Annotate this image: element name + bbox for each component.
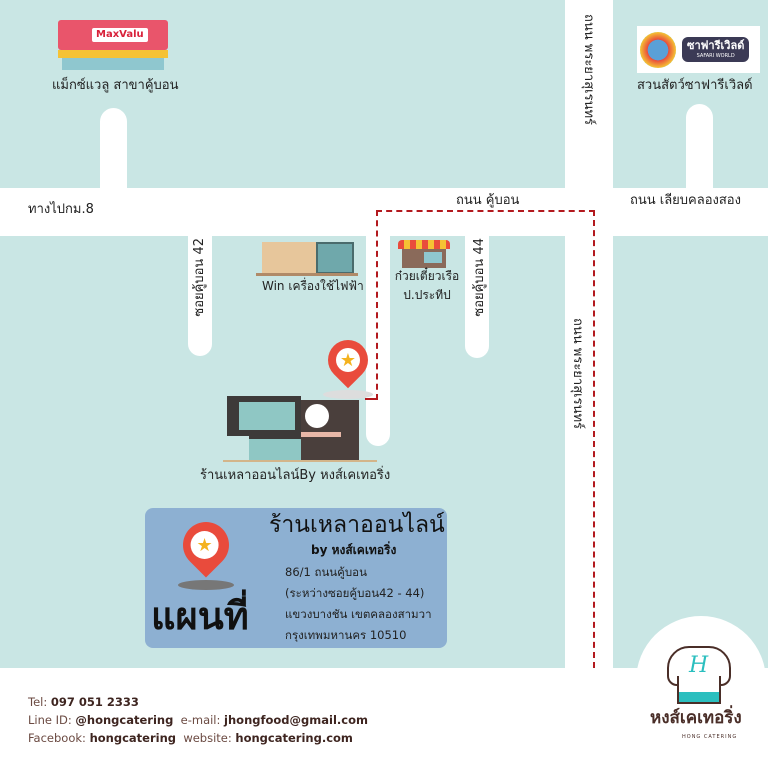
tel-value[interactable]: 097 051 2333 <box>50 695 139 709</box>
label-phraya-bottom: ถนน พระยาสุเรนทร์ <box>570 318 585 430</box>
contact-fb-web: Facebook: hongcatering website: hongcate… <box>28 731 353 745</box>
info-box: ★ แผนที่ ร้านเหลาออนไลน์ by หงส์เคเทอริ่… <box>145 508 447 648</box>
label-shop: ร้านเหลาออนไลน์By หงส์เคเทอริ่ง <box>200 468 391 483</box>
route-line-end <box>365 398 377 400</box>
safari-logo-sub: SAFARI WORLD <box>696 53 735 59</box>
road-khubon <box>0 188 768 236</box>
shop-by: by หงส์เคเทอริ่ง <box>311 543 397 557</box>
road-safari-stub <box>686 104 713 194</box>
route-line-vertical-2 <box>593 210 595 668</box>
address-line-1: 86/1 ถนนคู้บอน <box>285 565 367 579</box>
win-store-building <box>256 240 358 276</box>
facebook-link[interactable]: hongcatering <box>89 731 176 745</box>
star-icon: ★ <box>339 349 357 371</box>
map-word: แผนที่ <box>151 594 249 638</box>
pin-shadow <box>323 390 373 399</box>
chef-hat-logo-icon: H <box>667 646 731 704</box>
address-line-3: แขวงบางชัน เขตคลองสามวา <box>285 607 432 621</box>
label-noodle-2: ป.ประทีป <box>403 288 451 302</box>
label-soi42: ซอยคู้บอน 42 <box>192 238 207 317</box>
contact-tel: Tel: 097 051 2333 <box>28 695 139 709</box>
info-pin-shadow <box>178 580 234 590</box>
shop-building <box>223 396 377 462</box>
maxvalu-logo: MaxValu <box>92 28 148 42</box>
noodle-shop-building <box>398 240 450 268</box>
brand-name: หงส์เคเทอริ่ง <box>650 708 742 728</box>
safari-mascot-icon <box>640 31 676 68</box>
label-phraya-top: ถนน พระยาสุเรนทร์ <box>581 14 596 126</box>
email-link[interactable]: jhongfood@gmail.com <box>224 713 368 727</box>
road-soi42 <box>188 230 212 356</box>
brand-sub: HONG CATERING <box>682 734 738 740</box>
road-soi44 <box>465 230 489 358</box>
line-id[interactable]: @hongcatering <box>75 713 174 727</box>
website-link[interactable]: hongcatering.com <box>235 731 353 745</box>
road-maxvalu-stub <box>100 108 127 198</box>
star-icon: ★ <box>196 534 213 556</box>
address-line-4: กรุงเทพมหานคร 10510 <box>285 628 407 642</box>
safari-logo-text: ซาฟารีเวิลด์ <box>687 39 745 52</box>
address-line-2: (ระหว่างซอยคู้บอน42 - 44) <box>285 586 425 600</box>
safari-world-logo: ซาฟารีเวิลด์ SAFARI WORLD <box>637 26 760 73</box>
label-noodle-1: ก๋วยเตี๋ยวเรือ <box>394 269 460 283</box>
maxvalu-building: MaxValu <box>58 20 168 70</box>
label-khubon-road: ถนน คู้บอน <box>456 193 520 208</box>
label-maxvalu: แม็กซ์แวลู สาขาคู้บอน <box>52 78 179 93</box>
shop-logo-icon <box>305 404 329 428</box>
road-phraya-suren <box>565 0 613 668</box>
road-shop-lane <box>366 230 390 446</box>
label-soi44: ซอยคู้บอน 44 <box>472 238 487 317</box>
route-line-vertical-1 <box>376 210 378 400</box>
label-to-km8: ทางไปกม.8 <box>28 202 94 217</box>
contact-line-email: Line ID: @hongcatering e-mail: jhongfood… <box>28 713 368 727</box>
shop-name: ร้านเหลาออนไลน์ <box>269 512 445 538</box>
route-line-horizontal <box>376 210 595 212</box>
label-win: Win เครื่องใช้ไฟฟ้า <box>262 279 364 293</box>
label-safari-world: สวนสัตว์ซาฟารีเวิลด์ <box>637 78 753 93</box>
info-pin-icon: ★ <box>173 512 239 578</box>
label-liab-khlong-song: ถนน เลียบคลองสอง <box>630 193 741 208</box>
